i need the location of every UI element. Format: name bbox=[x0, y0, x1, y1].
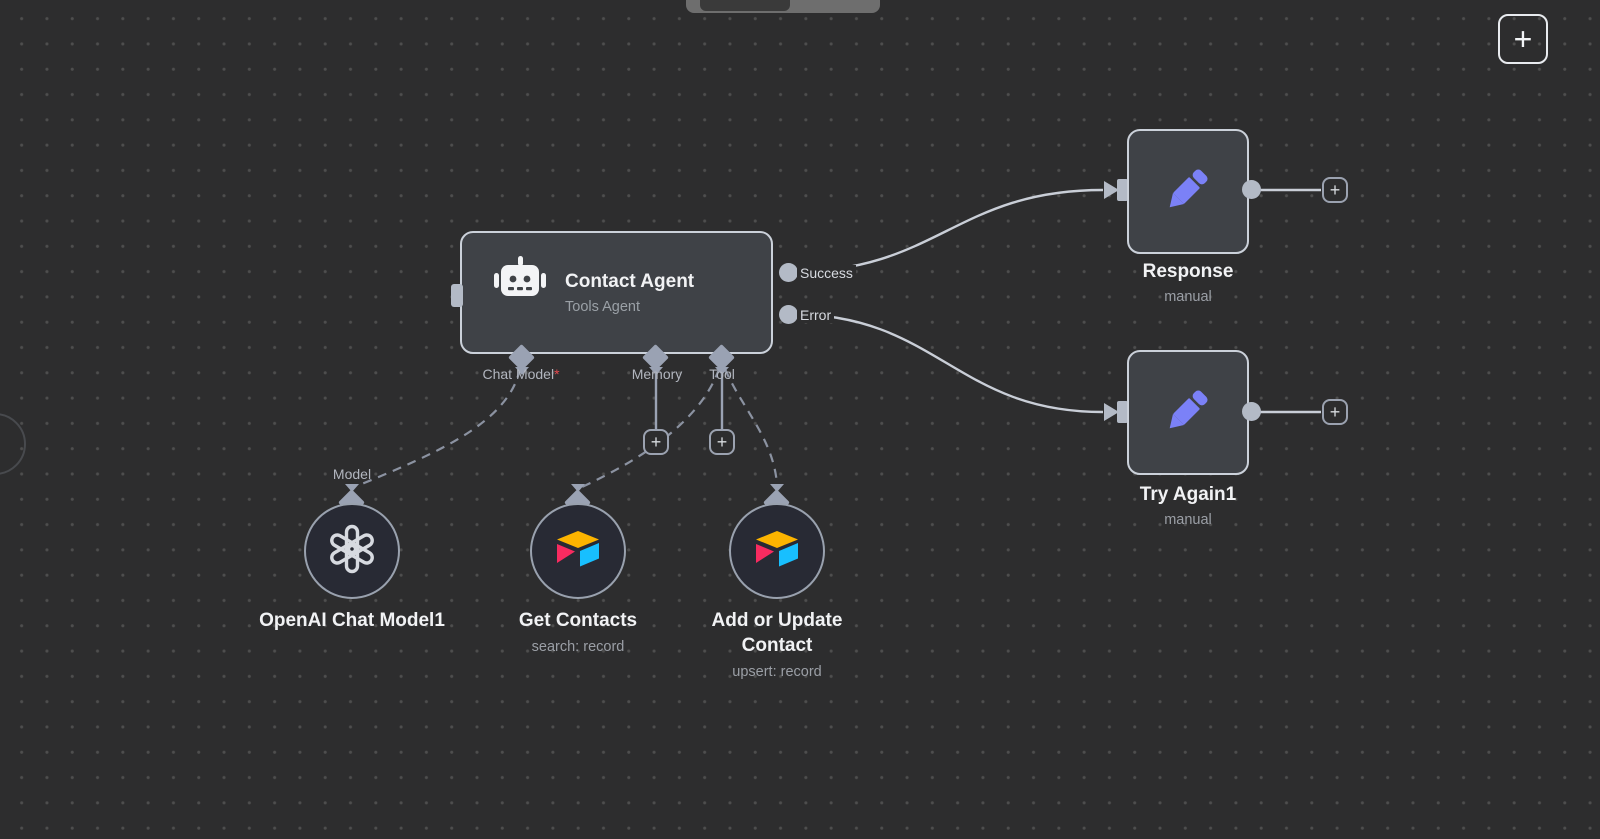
plus-icon: + bbox=[1329, 401, 1341, 422]
connection-tool-getcontacts-dashed[interactable] bbox=[581, 368, 721, 488]
toolbar-partial bbox=[686, 0, 880, 13]
tryagain-output-port[interactable] bbox=[1242, 402, 1261, 421]
connection-chatmodel-dashed[interactable] bbox=[356, 368, 522, 488]
agent-port-tool-label: Tool bbox=[709, 366, 735, 382]
airtable-logo-icon bbox=[754, 528, 800, 574]
response-output-port[interactable] bbox=[1242, 180, 1261, 199]
node-contact-agent[interactable]: Contact Agent Tools Agent bbox=[460, 231, 773, 354]
pencil-icon bbox=[1159, 381, 1217, 444]
agent-output-success-port[interactable] bbox=[779, 263, 798, 282]
airtable-logo-icon bbox=[555, 528, 601, 574]
node-response[interactable] bbox=[1127, 129, 1249, 254]
plus-icon: + bbox=[1329, 179, 1341, 200]
addupdate-node-name: Add or Update Contact bbox=[711, 610, 843, 656]
required-marker: * bbox=[554, 366, 560, 382]
response-node-trigger: manual bbox=[1164, 289, 1212, 305]
connection-tool-addupdate-dashed[interactable] bbox=[723, 368, 779, 485]
arrow-addupdate-port bbox=[770, 484, 784, 492]
pencil-icon bbox=[1159, 160, 1217, 223]
agent-node-subtitle: Tools Agent bbox=[565, 298, 640, 315]
node-try-again[interactable] bbox=[1127, 350, 1249, 475]
agent-output-error-port[interactable] bbox=[779, 305, 798, 324]
openai-node-name: OpenAI Chat Model1 bbox=[259, 610, 445, 631]
arrow-tool-port bbox=[715, 367, 729, 375]
plus-icon: + bbox=[1513, 21, 1533, 57]
node-get-contacts[interactable] bbox=[530, 503, 626, 599]
arrow-chatmodel-port bbox=[515, 367, 529, 375]
agent-port-chat-model-label: Chat Model* bbox=[482, 366, 560, 382]
node-add-or-update-contact[interactable] bbox=[729, 503, 825, 599]
agent-output-error-label: Error bbox=[797, 307, 835, 323]
arrow-getcontacts-port bbox=[571, 484, 585, 492]
arrowhead-tryagain-input bbox=[1104, 403, 1119, 421]
openai-logo-icon bbox=[327, 524, 377, 579]
node-openai-chat-model[interactable] bbox=[304, 503, 400, 599]
add-node-button[interactable]: + bbox=[1498, 14, 1548, 64]
agent-node-title: Contact Agent bbox=[565, 270, 695, 292]
add-tool-button[interactable]: + bbox=[709, 429, 735, 455]
response-add-next-button[interactable]: + bbox=[1322, 177, 1348, 203]
connection-success-to-response[interactable] bbox=[789, 188, 1104, 274]
add-memory-button[interactable]: + bbox=[643, 429, 669, 455]
plus-icon: + bbox=[650, 431, 662, 452]
robot-icon bbox=[494, 256, 546, 307]
connection-error-to-tryagain[interactable] bbox=[789, 312, 1104, 414]
response-node-name: Response bbox=[1142, 261, 1234, 282]
tryagain-node-name: Try Again1 bbox=[1139, 484, 1237, 505]
agent-input-handle[interactable] bbox=[451, 284, 463, 307]
getcontacts-node-name: Get Contacts bbox=[518, 610, 638, 631]
agent-port-memory-label: Memory bbox=[631, 366, 683, 382]
toolbar-partial-segment[interactable] bbox=[700, 0, 790, 11]
plus-icon: + bbox=[716, 431, 728, 452]
agent-output-success-label: Success bbox=[797, 265, 856, 281]
tryagain-add-next-button[interactable]: + bbox=[1322, 399, 1348, 425]
getcontacts-node-operation: search: record bbox=[531, 639, 625, 655]
tryagain-input-handle[interactable] bbox=[1117, 401, 1128, 423]
model-port-label: Model bbox=[332, 466, 372, 482]
tryagain-node-trigger: manual bbox=[1164, 512, 1212, 528]
arrow-memory-port bbox=[649, 367, 663, 375]
addupdate-node-operation: upsert: record bbox=[732, 664, 822, 680]
arrowhead-response-input bbox=[1104, 181, 1119, 199]
arrow-model-port bbox=[345, 484, 359, 492]
response-input-handle[interactable] bbox=[1117, 179, 1128, 201]
